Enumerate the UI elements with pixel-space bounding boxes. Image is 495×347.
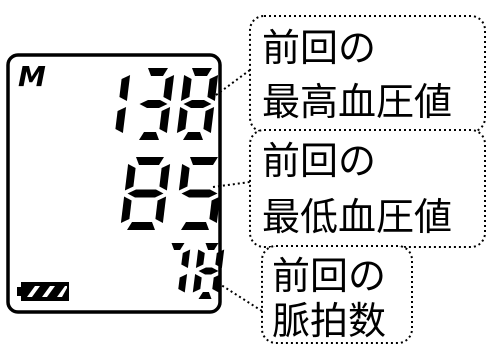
- callout-diastolic: 前回の 最低血圧値: [249, 129, 486, 248]
- callout-systolic: 前回の 最高血圧値: [249, 15, 486, 133]
- pulse-segment: [215, 249, 225, 268]
- systolic-segment: [180, 75, 192, 101]
- diastolic-segment: [178, 164, 190, 191]
- pulse-reading: [171, 243, 225, 299]
- systolic-segment: [183, 132, 203, 140]
- callout-systolic-line1: 前回の: [262, 26, 376, 70]
- diastolic-segment: [181, 222, 209, 230]
- systolic-digit: [115, 75, 131, 133]
- diastolic-segment: [120, 196, 132, 223]
- diastolic-segment: [159, 164, 171, 191]
- leader-line-systolic: [211, 69, 251, 99]
- systolic-segment: [159, 107, 171, 133]
- memory-indicator: M: [18, 60, 46, 93]
- systolic-segment: [203, 107, 215, 133]
- callout-pulse-line1: 前回の: [272, 254, 386, 298]
- leader-line-pulse: [217, 282, 263, 312]
- pulse-segment: [205, 243, 219, 250]
- pulse-digit: [192, 243, 225, 299]
- diastolic-segment: [190, 157, 218, 165]
- systolic-digit: [139, 68, 175, 140]
- pulse-segment: [178, 274, 188, 293]
- systolic-segment: [148, 68, 168, 76]
- lcd-display-frame: [6, 53, 222, 314]
- pulse-segment: [181, 249, 191, 268]
- systolic-digit: [176, 68, 219, 140]
- diastolic-digit: [120, 157, 171, 230]
- pulse-segment: [192, 274, 202, 293]
- systolic-segment: [115, 107, 127, 133]
- diastolic-segment: [127, 189, 164, 198]
- systolic-segment: [119, 75, 131, 101]
- systolic-segment: [207, 75, 219, 101]
- pulse-segment: [171, 243, 185, 250]
- systolic-segment: [163, 75, 175, 101]
- callout-systolic-line2: 最高血圧値: [262, 80, 452, 124]
- systolic-segment: [183, 100, 212, 108]
- callout-diastolic-line2: 最低血圧値: [262, 195, 452, 239]
- systolic-segment: [139, 100, 168, 108]
- diastolic-segment: [127, 222, 155, 230]
- diastolic-segment: [181, 189, 218, 198]
- pulse-segment: [198, 292, 212, 299]
- pulse-segment: [212, 274, 222, 293]
- callout-diastolic-line1: 前回の: [262, 139, 376, 183]
- diastolic-segment: [136, 157, 164, 165]
- pulse-digit: [171, 243, 191, 293]
- diastolic-reading: [120, 157, 221, 230]
- systolic-segment: [139, 132, 159, 140]
- systolic-segment: [176, 107, 188, 133]
- systolic-reading: [115, 68, 219, 140]
- diastolic-segment: [155, 196, 167, 223]
- diastolic-segment: [209, 196, 221, 223]
- leader-line-diastolic: [212, 181, 251, 188]
- diastolic-digit: [178, 157, 221, 230]
- diastolic-segment: [124, 164, 136, 191]
- systolic-segment: [192, 68, 212, 76]
- pulse-segment: [198, 267, 219, 275]
- pulse-segment: [195, 249, 205, 268]
- callout-pulse: 前回の 脈拍数: [261, 245, 413, 344]
- battery-icon: [17, 282, 69, 301]
- callout-pulse-line2: 脈拍数: [272, 299, 386, 343]
